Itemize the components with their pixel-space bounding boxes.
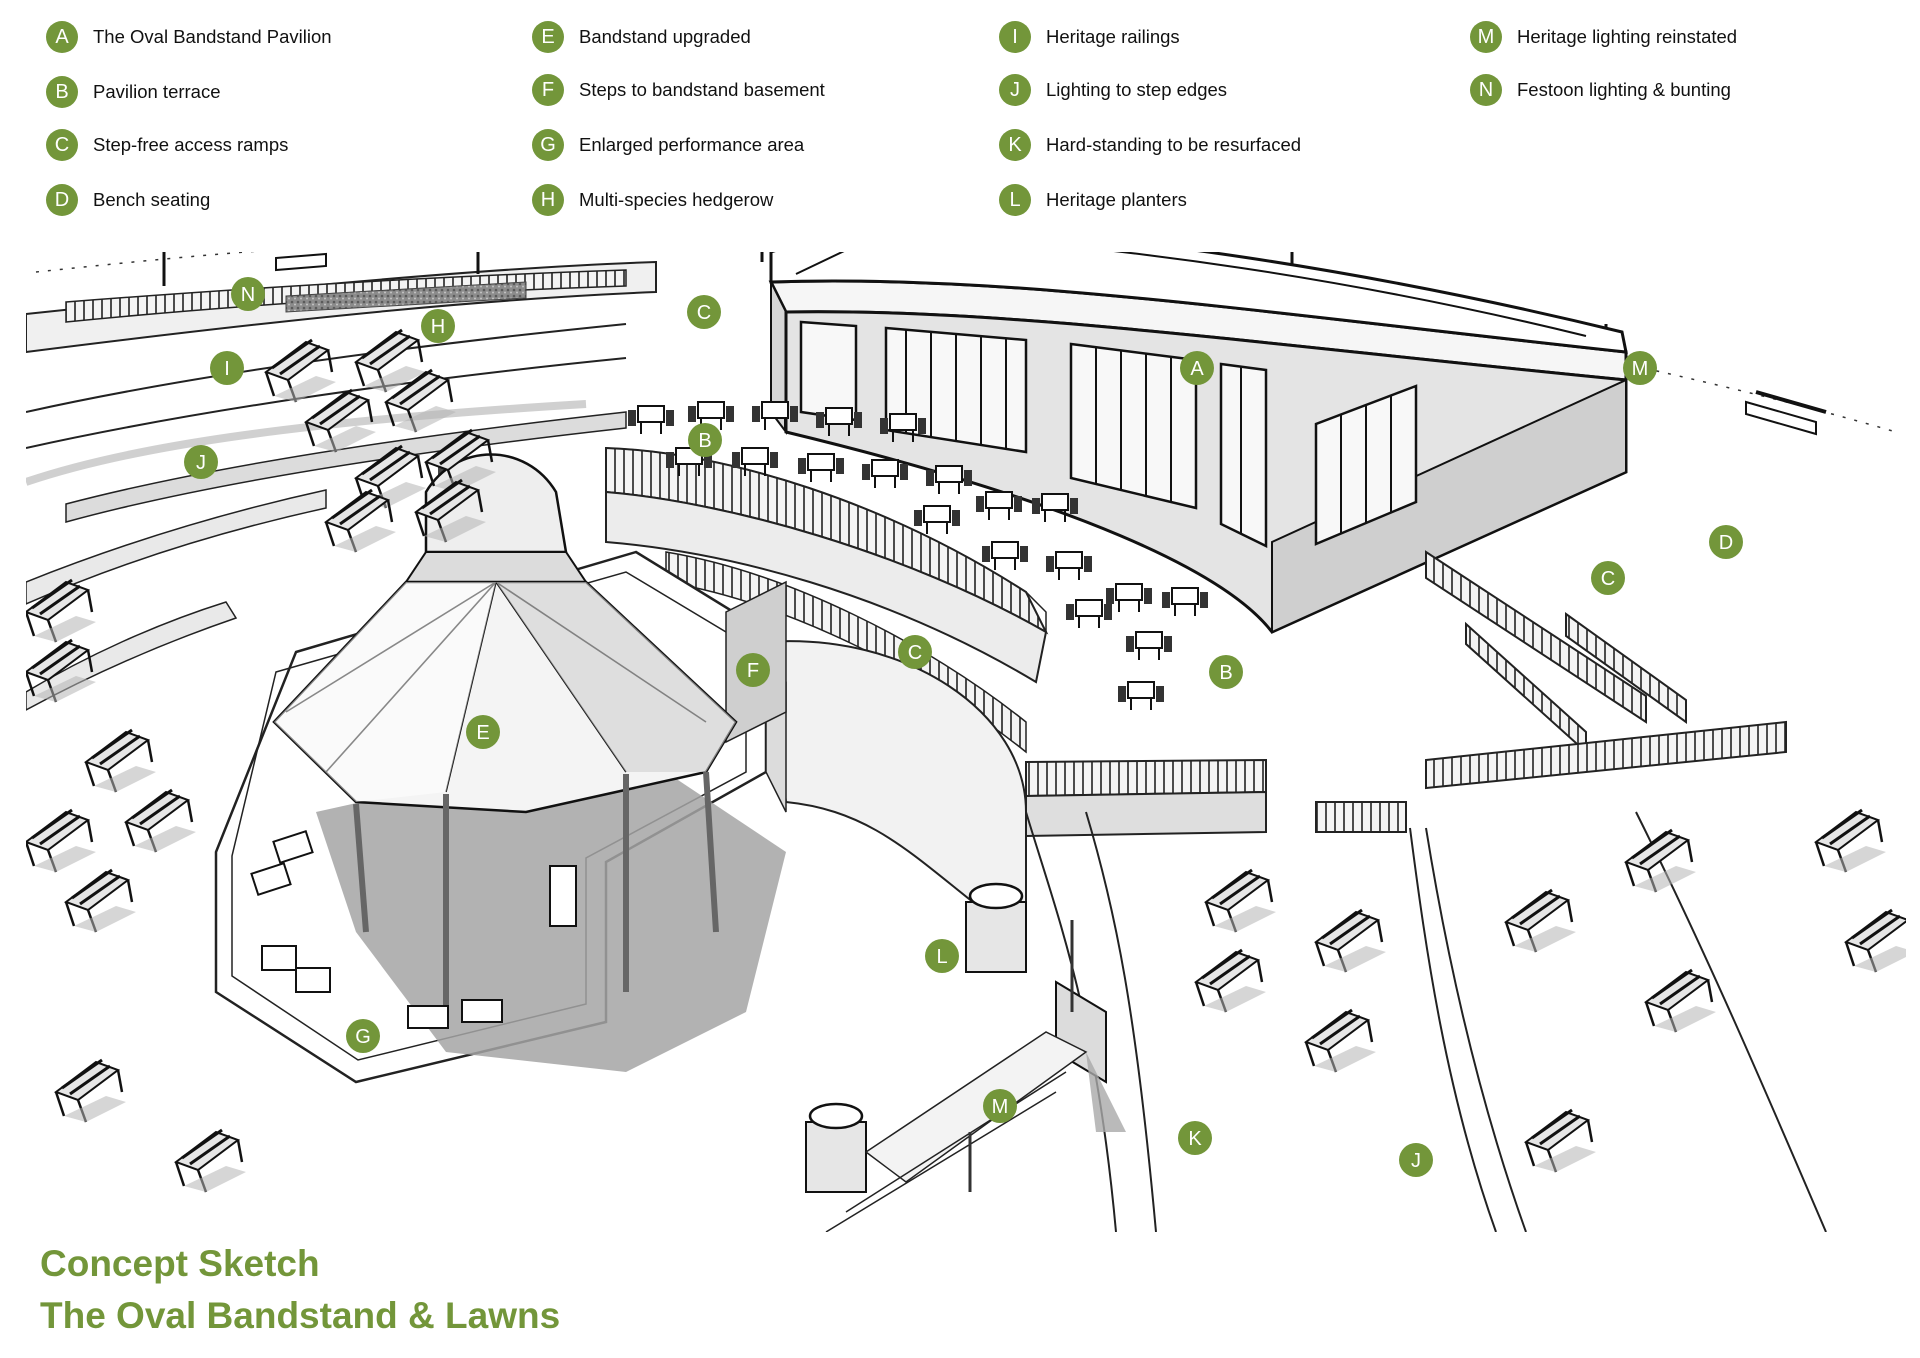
legend-item-m: M Heritage lighting reinstated xyxy=(1470,20,1737,54)
svg-text:B: B xyxy=(1219,662,1232,684)
legend-badge: B xyxy=(46,76,78,108)
legend-badge: H xyxy=(532,184,564,216)
legend-label: Multi-species hedgerow xyxy=(579,189,774,210)
svg-text:G: G xyxy=(355,1026,371,1048)
legend-label: Festoon lighting & bunting xyxy=(1517,79,1731,100)
legend-badge: A xyxy=(46,21,78,53)
legend-item-g: G Enlarged performance area xyxy=(532,128,804,162)
legend-badge: D xyxy=(46,184,78,216)
legend-item-n: N Festoon lighting & bunting xyxy=(1470,73,1731,107)
legend-label: Enlarged performance area xyxy=(579,134,805,155)
legend-badge: I xyxy=(999,21,1031,53)
svg-text:D: D xyxy=(1719,532,1733,554)
callout-l: L xyxy=(925,939,959,973)
title-block: Concept Sketch The Oval Bandstand & Lawn… xyxy=(40,1238,560,1342)
svg-text:N: N xyxy=(241,284,255,306)
svg-text:B: B xyxy=(698,430,711,452)
svg-text:F: F xyxy=(747,660,759,682)
legend-item-l: L Heritage planters xyxy=(999,183,1187,217)
callout-m-top: M xyxy=(1623,351,1657,385)
svg-text:C: C xyxy=(1601,568,1615,590)
svg-text:L: L xyxy=(936,946,947,968)
legend-badge: E xyxy=(532,21,564,53)
callout-d: D xyxy=(1709,525,1743,559)
callout-g: G xyxy=(346,1019,380,1053)
legend-item-j: J Lighting to step edges xyxy=(999,73,1227,107)
svg-text:M: M xyxy=(992,1096,1009,1118)
legend-badge: K xyxy=(999,129,1031,161)
legend-label: Heritage railings xyxy=(1046,26,1180,47)
sketch-subtitle: The Oval Bandstand & Lawns xyxy=(40,1295,561,1336)
callout-k: K xyxy=(1178,1121,1212,1155)
svg-text:H: H xyxy=(431,316,445,338)
legend-label: Heritage planters xyxy=(1046,189,1187,210)
legend-item-b: B Pavilion terrace xyxy=(46,75,221,109)
svg-text:K: K xyxy=(1188,1128,1202,1150)
svg-text:A: A xyxy=(1190,358,1204,380)
legend: A The Oval Bandstand Pavilion B Pavilion… xyxy=(40,18,1880,223)
callout-a: A xyxy=(1180,351,1214,385)
callout-m-bottom: M xyxy=(983,1089,1017,1123)
legend-label: Steps to bandstand basement xyxy=(579,79,825,100)
legend-badge: M xyxy=(1470,21,1502,53)
svg-text:C: C xyxy=(697,302,711,324)
svg-text:E: E xyxy=(476,722,489,744)
legend-label: The Oval Bandstand Pavilion xyxy=(93,26,332,47)
legend-label: Hard-standing to be resurfaced xyxy=(1046,134,1302,155)
legend-label: Bench seating xyxy=(93,189,211,210)
callout-n: N xyxy=(231,277,265,311)
legend-item-e: E Bandstand upgraded xyxy=(532,20,751,54)
callout-h: H xyxy=(421,309,455,343)
callout-c-mid: C xyxy=(898,635,932,669)
legend-item-k: K Hard-standing to be resurfaced xyxy=(999,128,1301,162)
svg-text:C: C xyxy=(908,642,922,664)
svg-text:I: I xyxy=(224,358,230,380)
legend-item-d: D Bench seating xyxy=(46,183,210,217)
sketch-title: Concept Sketch xyxy=(40,1243,320,1284)
svg-text:J: J xyxy=(1411,1150,1421,1172)
concept-sketch: N H I C A M B J D C F C B E L G M K J xyxy=(26,252,1906,1232)
legend-badge: F xyxy=(532,74,564,106)
legend-item-c: C Step-free access ramps xyxy=(46,128,288,162)
legend-label: Heritage lighting reinstated xyxy=(1517,26,1738,47)
callout-c-right: C xyxy=(1591,561,1625,595)
callout-j-left: J xyxy=(184,445,218,479)
legend-label: Lighting to step edges xyxy=(1046,79,1228,100)
callout-f: F xyxy=(736,653,770,687)
legend-badge: L xyxy=(999,184,1031,216)
legend-badge: C xyxy=(46,129,78,161)
legend-label: Bandstand upgraded xyxy=(579,26,751,47)
callout-b-mid: B xyxy=(1209,655,1243,689)
callout-e: E xyxy=(466,715,500,749)
callout-j-bottom: J xyxy=(1399,1143,1433,1177)
legend-label: Pavilion terrace xyxy=(93,81,221,102)
callout-b-top: B xyxy=(688,423,722,457)
legend-item-h: H Multi-species hedgerow xyxy=(532,183,773,217)
legend-label: Step-free access ramps xyxy=(93,134,289,155)
svg-text:J: J xyxy=(196,452,206,474)
svg-text:M: M xyxy=(1632,358,1649,380)
legend-item-f: F Steps to bandstand basement xyxy=(532,73,825,107)
legend-badge: N xyxy=(1470,74,1502,106)
legend-item-a: A The Oval Bandstand Pavilion xyxy=(46,20,332,54)
legend-badge: J xyxy=(999,74,1031,106)
legend-badge: G xyxy=(532,129,564,161)
legend-item-i: I Heritage railings xyxy=(999,20,1180,54)
callout-c-top: C xyxy=(687,295,721,329)
callout-i: I xyxy=(210,351,244,385)
